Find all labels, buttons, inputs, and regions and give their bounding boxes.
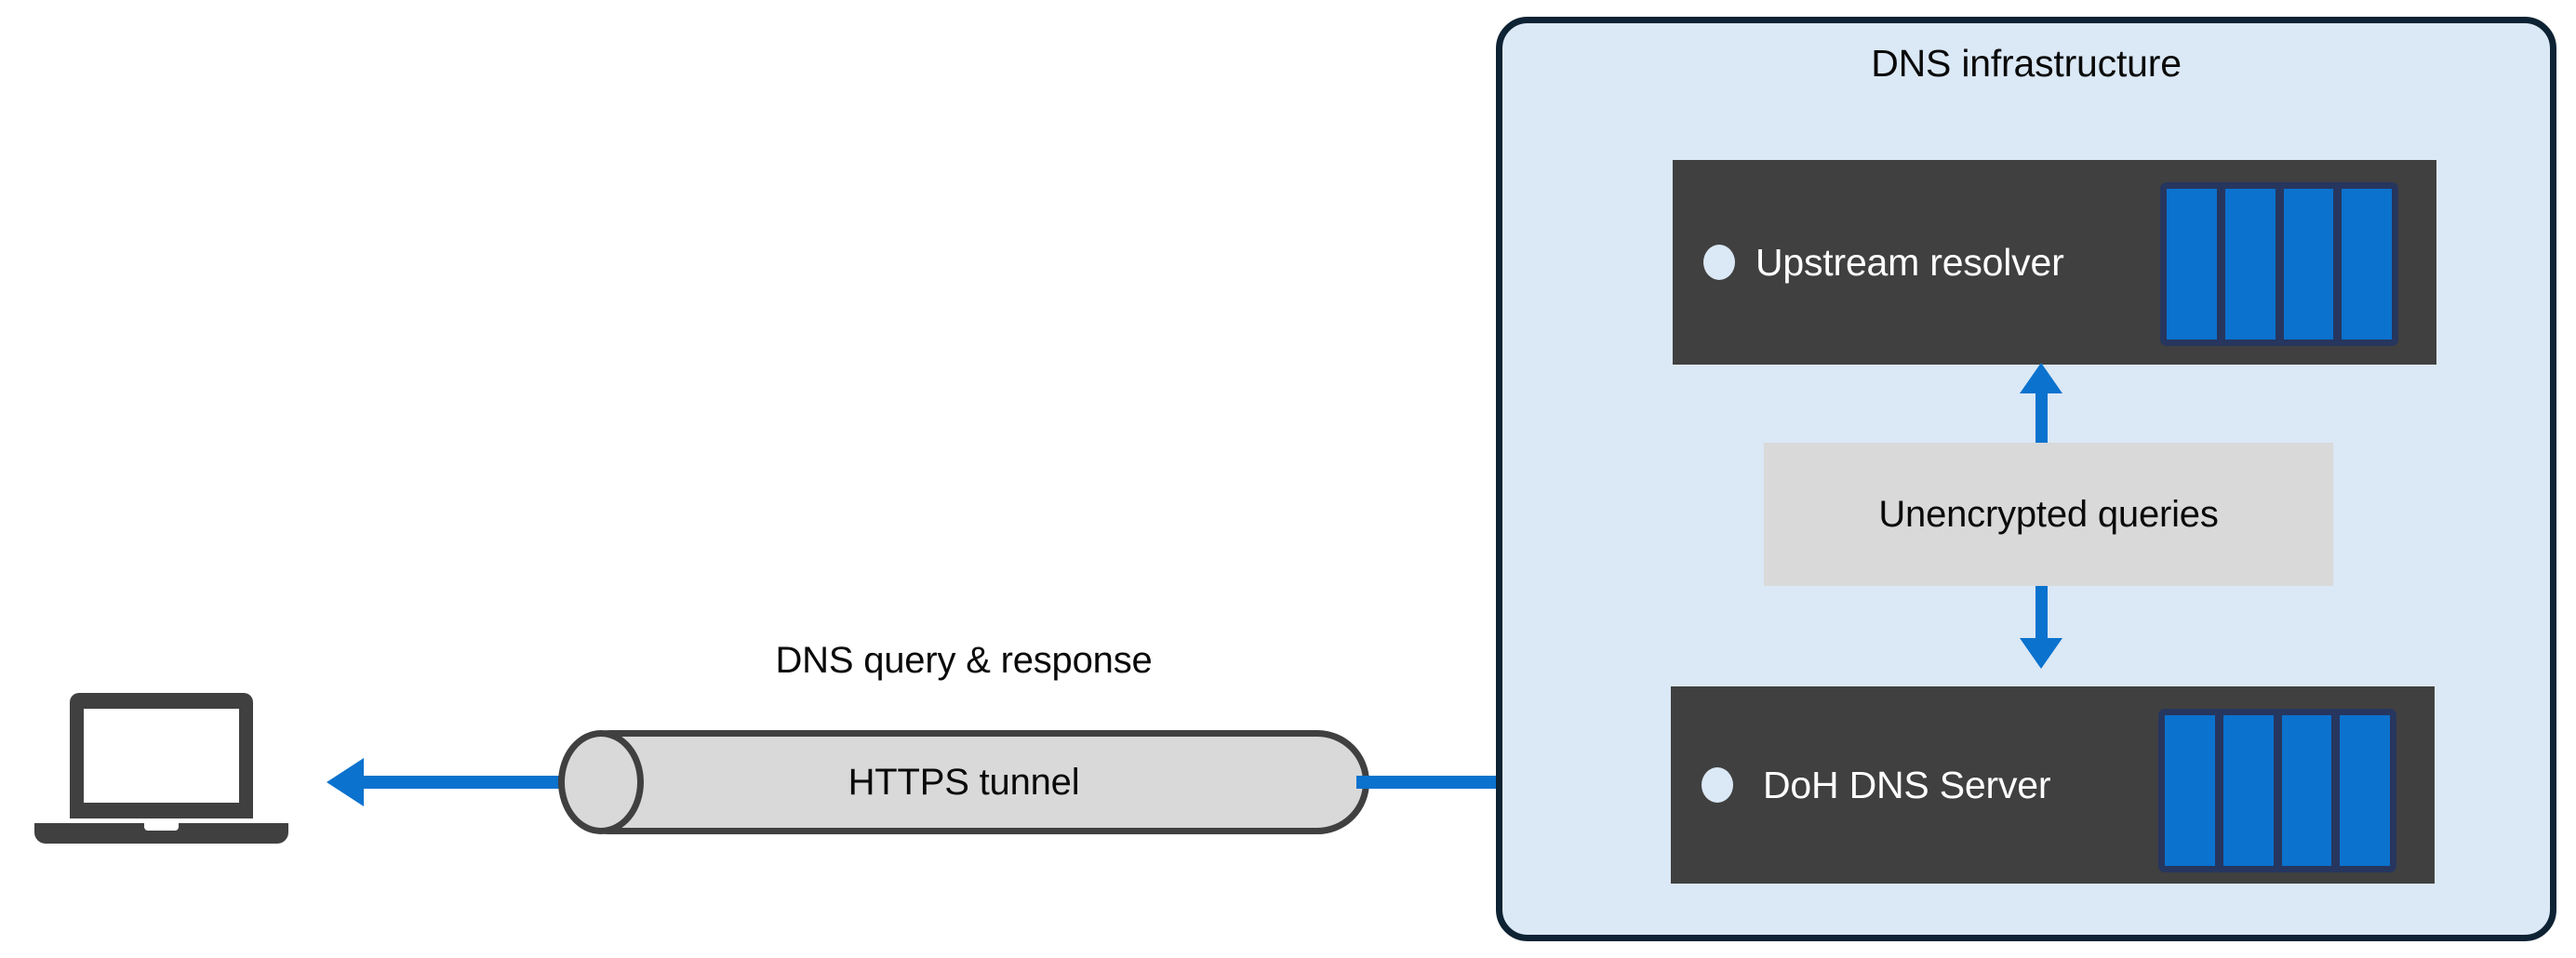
response-arrow-stem (358, 776, 572, 789)
laptop-screen (84, 709, 239, 803)
drive-slot (2165, 715, 2215, 866)
doh-dns-server-drive-bay (2158, 709, 2396, 872)
unencrypted-queries-label-box: Unencrypted queries (1764, 443, 2333, 586)
laptop-notch (144, 823, 179, 831)
response-arrow-head-icon (327, 758, 364, 806)
unencrypted-queries-label: Unencrypted queries (1878, 494, 2219, 535)
unencrypted-arrow-head-down-icon (2020, 638, 2062, 669)
drive-slot (2283, 189, 2334, 339)
drive-slot (2281, 715, 2332, 866)
drive-slot (2340, 715, 2390, 866)
laptop-base (34, 823, 288, 844)
unencrypted-arrow-stem-up (2035, 389, 2048, 454)
upstream-resolver-drive-bay (2160, 182, 2398, 346)
dns-infrastructure-title: DNS infrastructure (1871, 42, 2182, 85)
node-upstream-resolver-label: Upstream resolver (1755, 241, 2064, 284)
tunnel-left-cap (558, 730, 644, 834)
drive-slot (2224, 189, 2276, 339)
unencrypted-arrow-stem-down (2035, 575, 2048, 638)
node-doh-dns-server-label: DoH DNS Server (1763, 764, 2051, 806)
laptop-icon (33, 693, 323, 879)
https-tunnel-shape: HTTPS tunnel (558, 730, 1369, 834)
tunnel-label: HTTPS tunnel (848, 762, 1080, 803)
unencrypted-arrow-head-up-icon (2020, 363, 2062, 393)
drive-slot (2167, 189, 2217, 339)
tunnel-body (558, 730, 1369, 834)
drive-slot (2222, 715, 2274, 866)
drive-slot (2342, 189, 2392, 339)
status-dot-icon (1702, 767, 1733, 803)
tunnel-caption: DNS query & response (775, 640, 1153, 681)
status-dot-icon (1703, 245, 1735, 280)
